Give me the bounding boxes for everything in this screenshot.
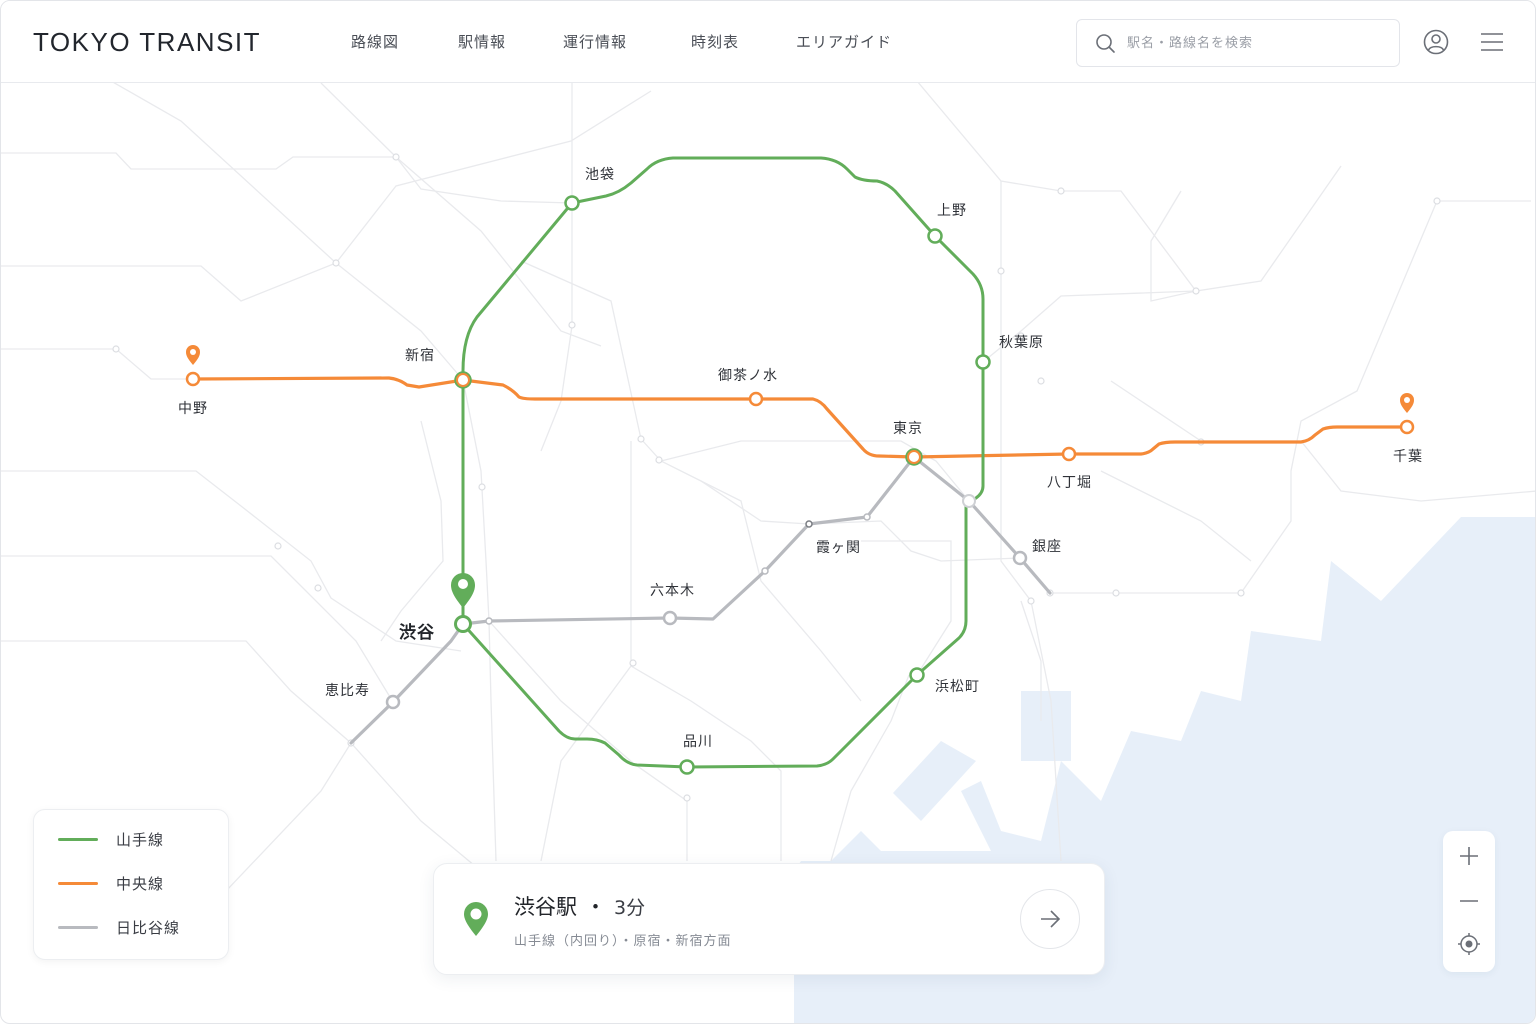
harbor-water bbox=[1021, 691, 1071, 761]
station-nakano[interactable] bbox=[185, 371, 201, 387]
legend-label: 日比谷線 bbox=[116, 918, 181, 937]
station-tokyo[interactable] bbox=[907, 450, 921, 464]
line-legend: 山手線 中央線 日比谷線 bbox=[33, 809, 229, 960]
nav-item-service-status[interactable]: 運行情報 bbox=[563, 33, 628, 51]
nav-item-timetable[interactable]: 時刻表 bbox=[691, 33, 740, 51]
legend-label: 中央線 bbox=[116, 874, 165, 893]
minor-station bbox=[863, 513, 871, 521]
station-markers bbox=[185, 195, 1415, 775]
station-label-chiba[interactable]: 千葉 bbox=[1393, 449, 1423, 465]
station-label-roppongi[interactable]: 六本木 bbox=[650, 583, 695, 599]
station-ebisu[interactable] bbox=[385, 694, 401, 710]
minor-station bbox=[485, 617, 493, 625]
locate-button[interactable] bbox=[1443, 924, 1495, 964]
background-network bbox=[1, 83, 1535, 892]
search-box[interactable] bbox=[1076, 19, 1400, 67]
station-ikebukuro[interactable] bbox=[564, 195, 580, 211]
station-label-kasumigaseki[interactable]: 霞ヶ関 bbox=[816, 540, 861, 556]
station-hatchobori[interactable] bbox=[1061, 446, 1077, 462]
station-label-ikebukuro[interactable]: 池袋 bbox=[585, 167, 615, 183]
minus-icon bbox=[1460, 900, 1478, 902]
station-shinjuku[interactable] bbox=[456, 373, 470, 387]
station-info-card[interactable]: 渋谷駅・ 3分 山手線（内回り）・原宿・新宿方面 bbox=[433, 863, 1105, 975]
location-pin-icon[interactable] bbox=[1400, 393, 1414, 413]
card-travel-time: 3分 bbox=[614, 897, 646, 919]
card-subtitle: 山手線（内回り）・原宿・新宿方面 bbox=[514, 934, 732, 949]
station-akihabara[interactable] bbox=[975, 354, 991, 370]
hamburger-menu-icon[interactable] bbox=[1480, 28, 1504, 56]
station-ginza[interactable] bbox=[1012, 550, 1028, 566]
chuo-line[interactable] bbox=[192, 376, 1407, 459]
search-input[interactable] bbox=[1127, 30, 1387, 56]
legend-item-yamanote[interactable]: 山手線 bbox=[58, 829, 164, 849]
station-label-shibuya[interactable]: 渋谷 bbox=[399, 623, 435, 643]
station-label-nakano[interactable]: 中野 bbox=[178, 401, 208, 417]
location-pin-icon[interactable] bbox=[186, 345, 200, 365]
plus-icon bbox=[1460, 847, 1478, 865]
legend-swatch-hibiya bbox=[58, 925, 98, 929]
locate-icon bbox=[1458, 933, 1480, 955]
top-header: TOKYO TRANSIT 路線図 駅情報 運行情報 時刻表 エリアガイド bbox=[1, 1, 1535, 83]
station-label-ebisu[interactable]: 恵比寿 bbox=[325, 683, 370, 699]
station-label-ueno[interactable]: 上野 bbox=[937, 203, 967, 219]
card-station-name: 渋谷駅 bbox=[514, 895, 577, 919]
hibiya-line[interactable] bbox=[349, 455, 1052, 745]
card-title: 渋谷駅・ 3分 bbox=[514, 891, 645, 921]
legend-label: 山手線 bbox=[116, 830, 165, 849]
legend-swatch-yamanote bbox=[58, 837, 98, 841]
go-button[interactable] bbox=[1020, 889, 1080, 949]
nav-item-route-map[interactable]: 路線図 bbox=[351, 33, 400, 51]
station-shinagawa[interactable] bbox=[679, 759, 695, 775]
station-roppongi[interactable] bbox=[662, 610, 678, 626]
legend-item-hibiya[interactable]: 日比谷線 bbox=[58, 917, 180, 937]
station-label-tokyo[interactable]: 東京 bbox=[893, 421, 923, 437]
zoom-in-button[interactable] bbox=[1443, 836, 1495, 876]
card-separator: ・ bbox=[585, 895, 606, 919]
land-inlet-water bbox=[893, 741, 976, 821]
station-kasumigaseki[interactable] bbox=[805, 520, 813, 528]
nav-item-station-info[interactable]: 駅情報 bbox=[458, 33, 507, 51]
arrow-right-icon bbox=[1041, 910, 1061, 928]
minor-station bbox=[761, 567, 769, 575]
station-chiba[interactable] bbox=[1399, 419, 1415, 435]
station-label-shinjuku[interactable]: 新宿 bbox=[405, 348, 435, 364]
station-yurakucho[interactable] bbox=[962, 494, 976, 508]
zoom-out-button[interactable] bbox=[1443, 881, 1495, 921]
nav-item-area-guide[interactable]: エリアガイド bbox=[796, 33, 893, 51]
station-label-ochanomizu[interactable]: 御茶ノ水 bbox=[718, 368, 778, 384]
background-stations bbox=[112, 153, 1441, 802]
yamanote-line[interactable] bbox=[461, 156, 985, 769]
legend-swatch-chuo bbox=[58, 881, 98, 885]
map-zoom-controls bbox=[1443, 831, 1495, 972]
station-hamamatsucho[interactable] bbox=[909, 667, 925, 683]
station-ueno[interactable] bbox=[927, 228, 943, 244]
search-icon bbox=[1096, 34, 1115, 53]
station-ochanomizu[interactable] bbox=[748, 391, 764, 407]
station-shibuya[interactable] bbox=[454, 615, 472, 633]
legend-item-chuo[interactable]: 中央線 bbox=[58, 873, 164, 893]
location-pin-icon bbox=[464, 902, 488, 936]
app-logo[interactable]: TOKYO TRANSIT bbox=[33, 27, 262, 57]
selected-station-pin-icon[interactable] bbox=[451, 573, 475, 608]
station-label-hatchobori[interactable]: 八丁堀 bbox=[1047, 475, 1092, 491]
station-label-ginza[interactable]: 銀座 bbox=[1032, 539, 1062, 555]
station-label-shinagawa[interactable]: 品川 bbox=[683, 734, 713, 750]
station-label-akihabara[interactable]: 秋葉原 bbox=[999, 335, 1044, 351]
station-label-hamamatsucho[interactable]: 浜松町 bbox=[935, 679, 980, 695]
user-circle-icon[interactable] bbox=[1422, 28, 1450, 56]
